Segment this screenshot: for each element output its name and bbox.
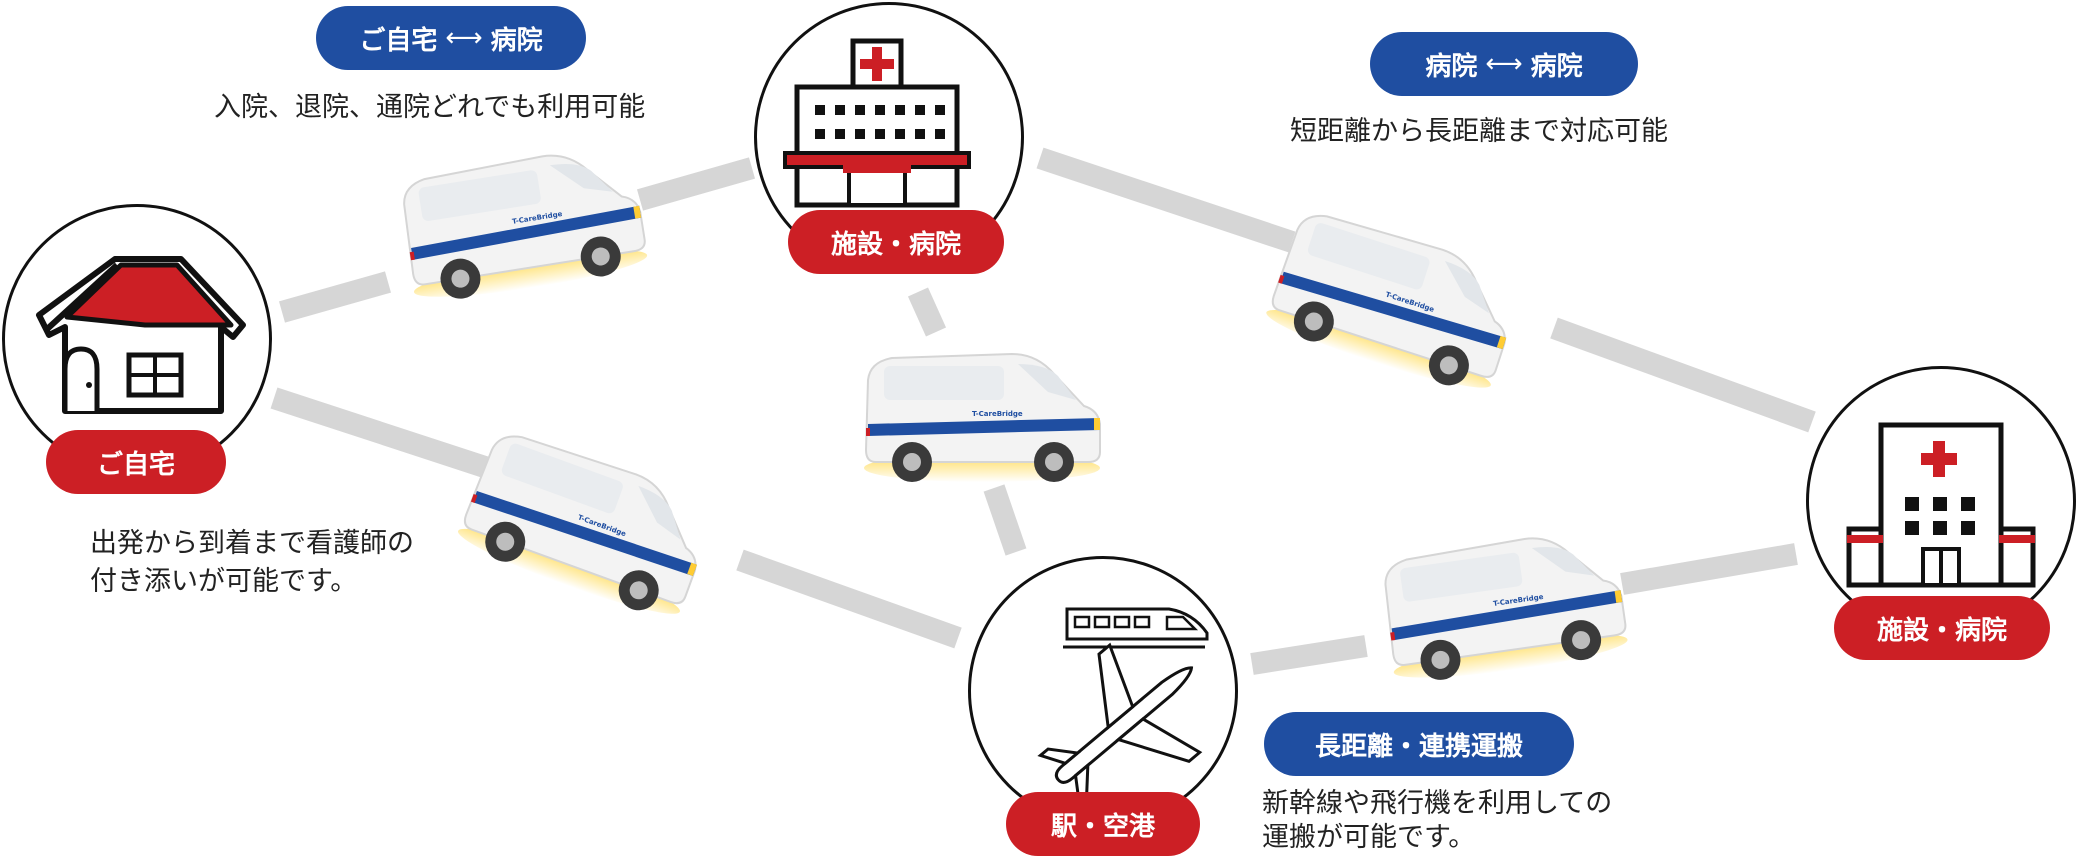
train-airplane-icon xyxy=(1037,607,1209,805)
double-arrow-icon: ⟷ xyxy=(1485,49,1523,79)
hospital-b-label: 施設・病院 xyxy=(1834,596,2050,660)
train-icon xyxy=(1063,607,1209,649)
route-to-label: 病院 xyxy=(1530,51,1583,82)
ambulance-van-3 xyxy=(863,353,1101,483)
long-distance-description-line2: 運搬が可能です。 xyxy=(1262,822,1476,853)
hospital-a-label: 施設・病院 xyxy=(788,210,1004,274)
ambulance-van-1 xyxy=(395,141,651,307)
route-from-label: ご自宅 xyxy=(359,25,438,56)
double-arrow-icon: ⟷ xyxy=(445,23,483,53)
ambulance-van-5 xyxy=(1376,525,1631,688)
ambulance-van-4 xyxy=(452,422,720,626)
route-home-hospital-badge: ご自宅 ⟷ 病院 xyxy=(316,6,586,70)
route-hospital-hospital-description: 短距離から長距離まで対応可能 xyxy=(1290,116,1668,147)
airplane-icon xyxy=(1037,642,1203,805)
route-hospital-hospital-badge: 病院 ⟷ 病院 xyxy=(1370,32,1638,96)
route-home-hospital-description: 入院、退院、通院どれでも利用可能 xyxy=(214,92,646,123)
home-note-line2: 付き添いが可能です。 xyxy=(90,566,358,597)
home-note-line1: 出発から到着まで看護師の xyxy=(90,528,414,559)
route-from-label: 病院 xyxy=(1425,51,1478,82)
station-label: 駅・空港 xyxy=(1006,792,1200,856)
long-distance-description-line1: 新幹線や飛行機を利用しての xyxy=(1262,788,1613,819)
hospital-tower-icon xyxy=(1846,422,2036,588)
house-icon xyxy=(36,256,246,414)
home-label: ご自宅 xyxy=(46,430,226,494)
station-node xyxy=(968,556,1238,826)
route-to-label: 病院 xyxy=(490,25,543,56)
ambulance-van-2 xyxy=(1261,202,1528,400)
hospital-building-icon xyxy=(783,38,971,208)
route-long-distance-badge: 長距離・連携運搬 xyxy=(1264,712,1574,776)
hospital-b-node xyxy=(1806,366,2076,636)
